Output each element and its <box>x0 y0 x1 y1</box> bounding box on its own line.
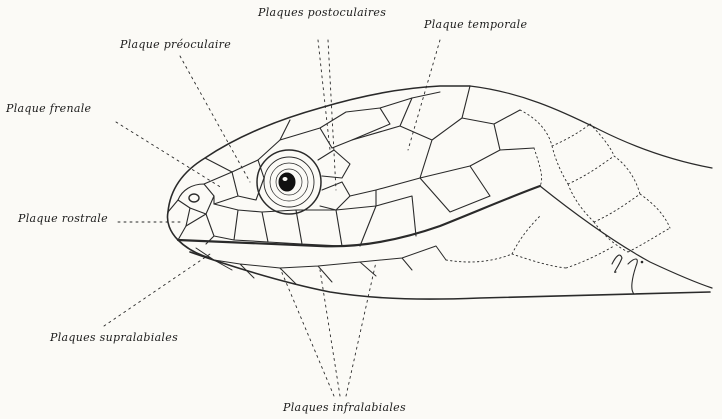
label-plaque-rostrale: Plaque rostrale <box>18 212 108 225</box>
lower-jaw-outline <box>190 252 710 299</box>
mouth-line <box>178 186 540 246</box>
infralabial-plates <box>196 246 446 284</box>
rostral-plate <box>168 200 190 240</box>
supralabial-plates <box>186 190 416 246</box>
label-plaques-postoculaires: Plaques postoculaires <box>258 6 386 19</box>
temporal-plates <box>350 86 534 212</box>
neck-scales <box>446 110 670 268</box>
nostril <box>189 194 199 202</box>
leader-postoc-1 <box>318 40 330 150</box>
leader-postoc-2 <box>328 40 336 190</box>
head-shields <box>205 92 440 172</box>
label-plaque-preoculaire: Plaque préoculaire <box>120 38 231 51</box>
nasal-plate <box>178 184 214 214</box>
leader-infra-2 <box>320 270 340 396</box>
label-plaques-supralabiales: Plaques supralabiales <box>50 331 178 344</box>
pupil <box>279 173 295 191</box>
body-lower-outline <box>540 186 712 288</box>
label-plaques-infralabiales: Plaques infralabiales <box>283 401 406 414</box>
postocular-plates <box>318 150 350 210</box>
leader-supra <box>104 254 210 326</box>
leader-frenale <box>116 122 222 188</box>
neck-upper-outline <box>470 86 712 168</box>
signature-mark <box>612 255 637 294</box>
frenal-plate <box>204 172 238 204</box>
label-plaque-frenale: Plaque frenale <box>6 102 91 115</box>
snout-outline <box>167 212 210 258</box>
label-plaque-temporale: Plaque temporale <box>424 18 527 31</box>
leader-infra-3 <box>346 262 376 396</box>
